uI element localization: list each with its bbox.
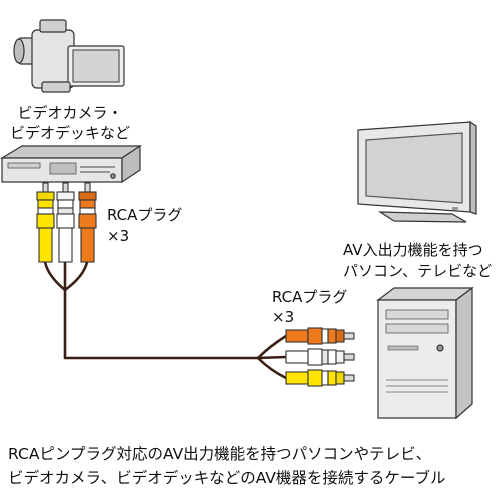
caption-line2: ビデオカメラ、ビデオデッキなどのAV機器を接続するケーブル — [8, 469, 446, 487]
rca-plug-yellow-left — [36, 182, 55, 263]
av-cable — [43, 260, 288, 380]
pc-tv-label-line1: AV入出力機能を持つ — [343, 241, 483, 259]
source-device-label-line1: ビデオカメラ・ — [17, 104, 123, 122]
rca-plug-white-right — [285, 348, 355, 366]
rca-plugs-left — [36, 182, 97, 263]
rca-plug-red-right — [285, 327, 355, 345]
camcorder-icon — [13, 19, 125, 93]
rca-plug-red-left — [78, 182, 97, 263]
source-device-label-line2: ビデオデッキなど — [9, 124, 131, 142]
rca-plug-right-label: RCAプラグ — [272, 288, 348, 306]
pc-tv-label-line2: パソコン、テレビなど — [343, 262, 493, 280]
rca-plug-left-label: RCAプラグ — [107, 206, 183, 224]
rca-plug-left-count: ×3 — [107, 227, 130, 245]
caption-line1: RCAピンプラグ対応のAV出力機能を持つパソコンやテレビ、 — [8, 445, 432, 463]
pc-tower-icon — [376, 286, 474, 420]
rca-plug-right-count: ×3 — [272, 308, 295, 326]
rca-plug-white-left — [56, 182, 75, 263]
rca-plug-yellow-right — [285, 369, 355, 387]
rca-plugs-right — [285, 327, 355, 387]
tv-monitor-icon — [357, 120, 477, 223]
video-deck-icon — [0, 144, 142, 184]
